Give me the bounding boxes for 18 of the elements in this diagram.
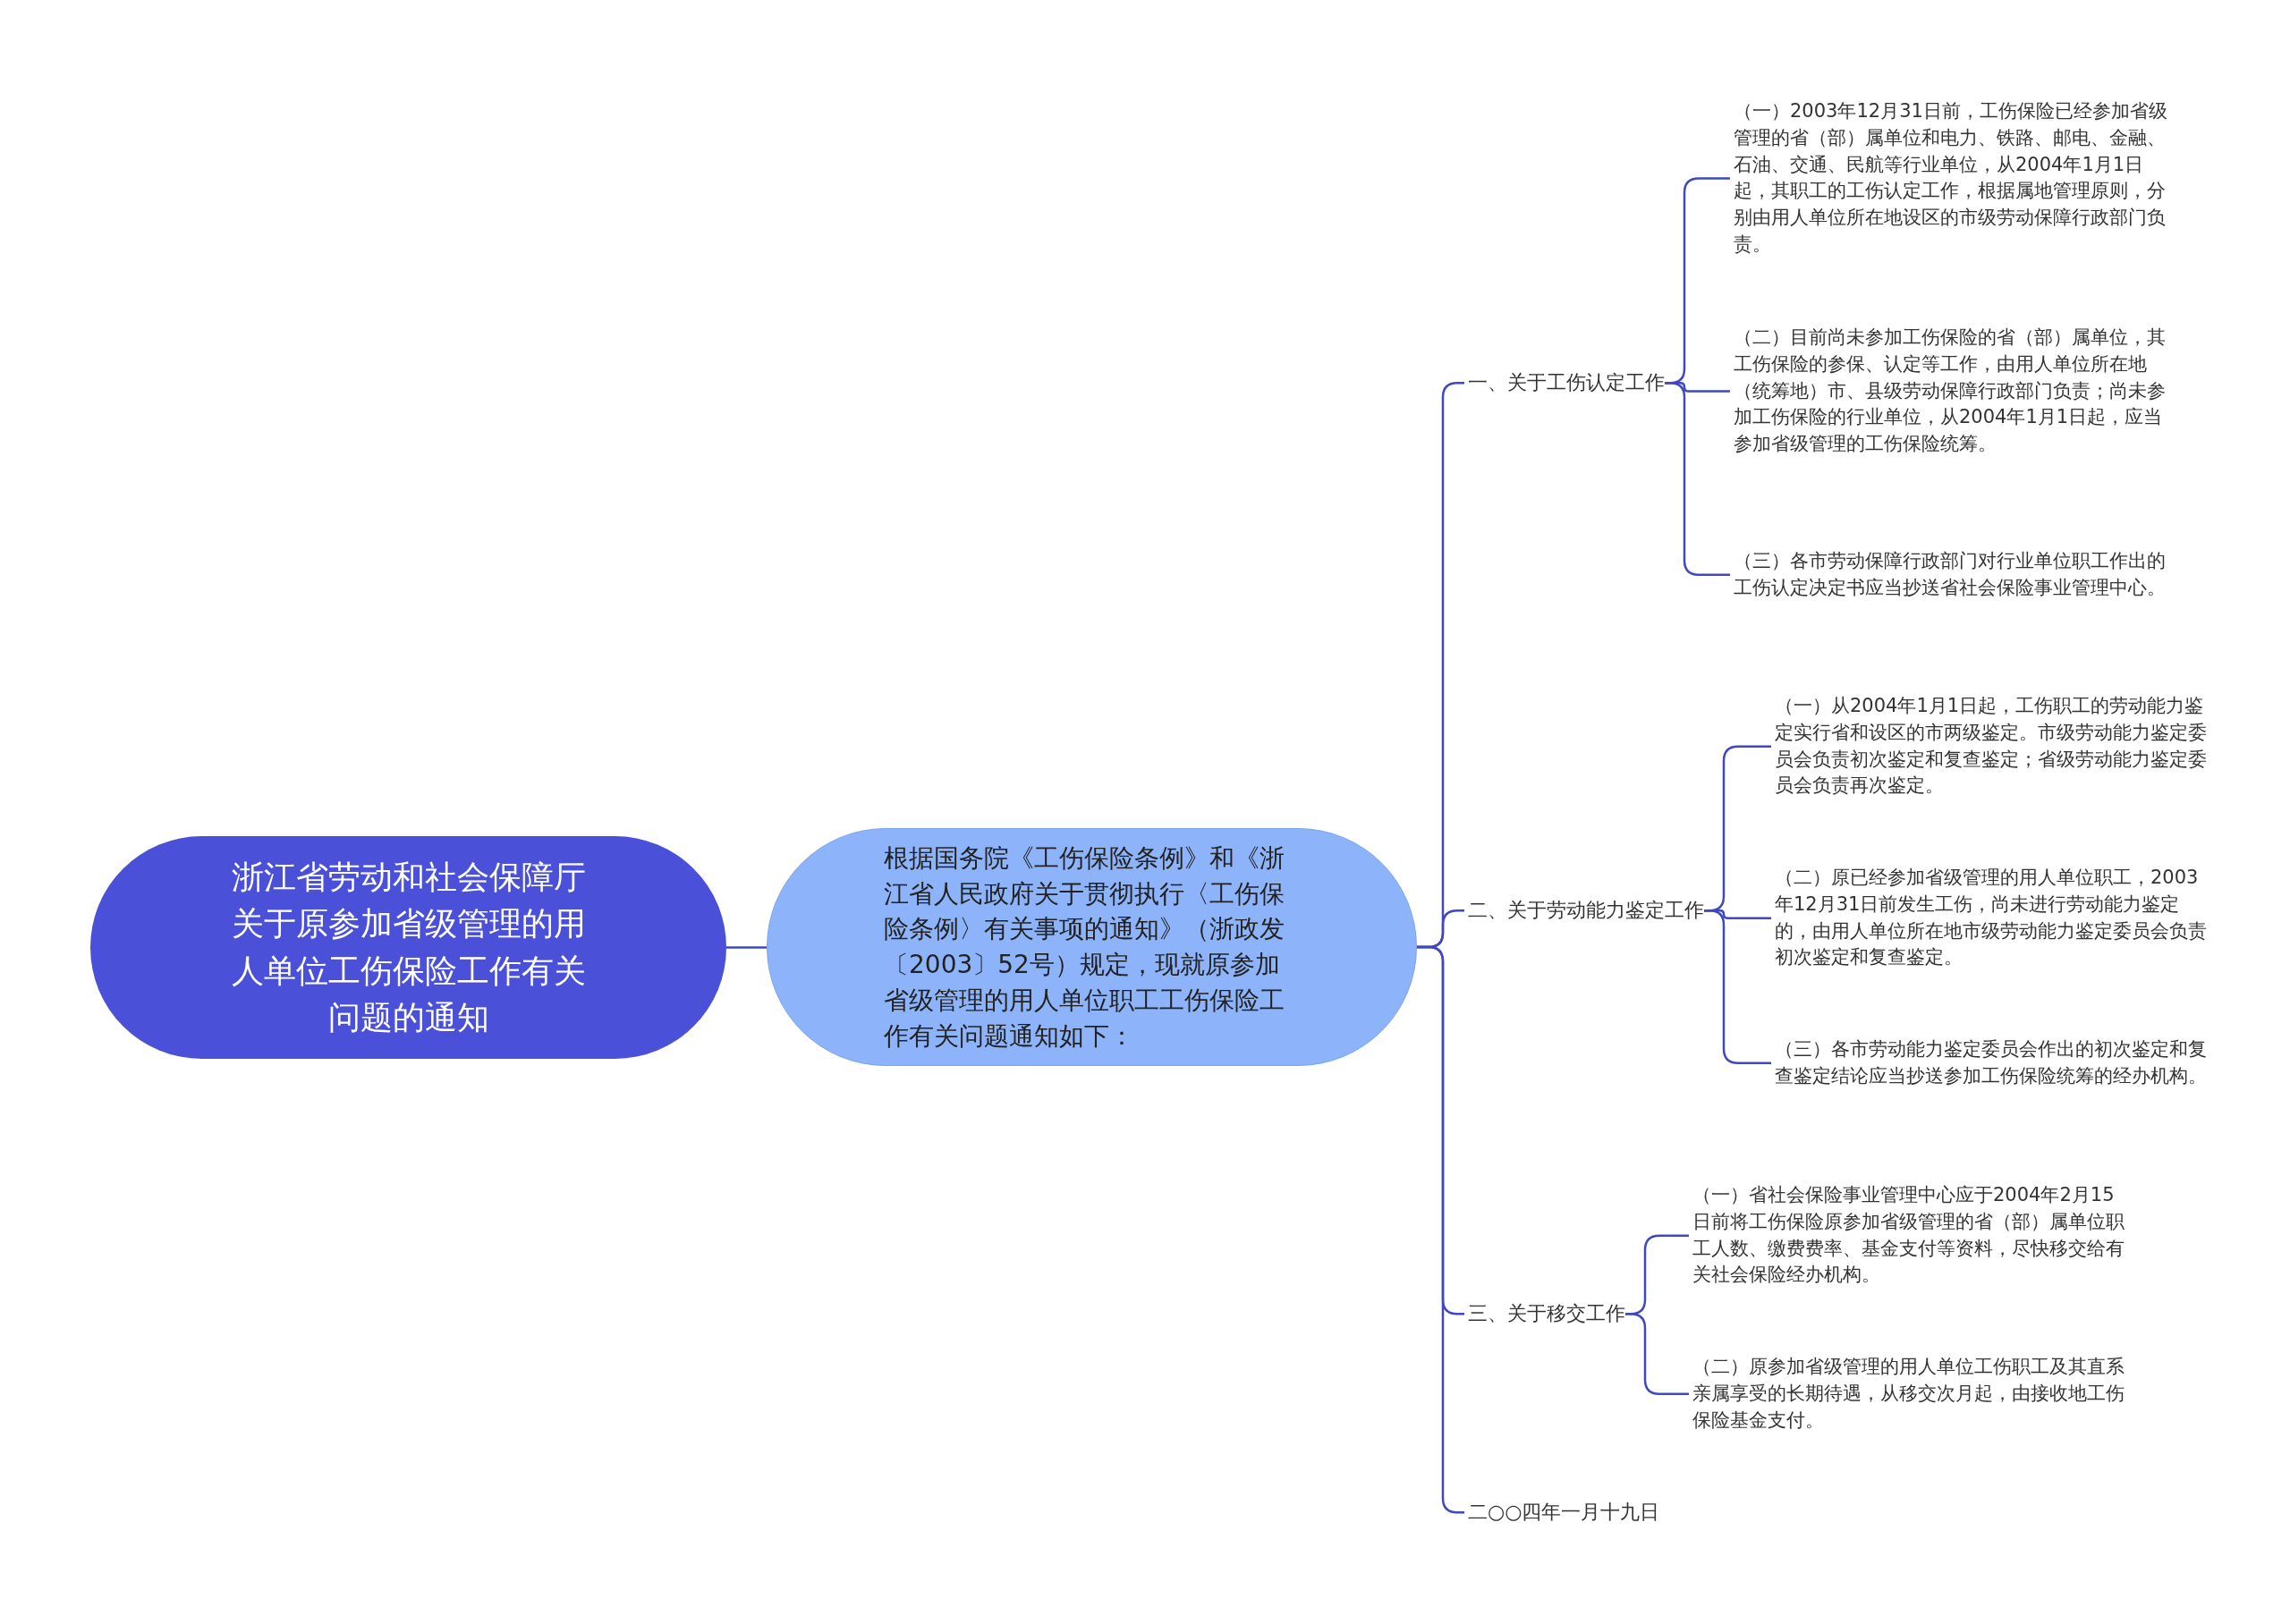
connector-line [1625, 1313, 1689, 1395]
connector-line [1665, 382, 1730, 577]
detail-text: （二）原参加省级管理的用人单位工伤职工及其直系亲属享受的长期待遇，从移交次月起，由接收地工伤保险基金支付。 [1692, 1354, 2131, 1434]
topic-title: 浙江省劳动和社会保障厅关于原参加省级管理的用人单位工伤保险工作有关问题的通知 [230, 858, 587, 1037]
connector-line [726, 946, 767, 949]
branch-label: 二○○四年一月十九日 [1468, 1500, 1660, 1526]
detail-text: （一）从2004年1月1日起，工伤职工的劳动能力鉴定实行省和设区的市两级鉴定。市级劳动能力鉴定委员会负责初次鉴定和复查鉴定；省级劳动能力鉴定委员会负责再次鉴定。 [1775, 693, 2213, 800]
branch-label: 一、关于工伤认定工作 [1468, 370, 1665, 396]
detail-text: （三）各市劳动能力鉴定委员会作出的初次鉴定和复查鉴定结论应当抄送参加工伤保险统筹的经办机构。 [1775, 1036, 2213, 1090]
detail-text: （一）2003年12月31日前，工伤保险已经参加省级管理的省（部）属单位和电力、铁路、邮电、金融、石油、交通、民航等行业单位，从2004年1月1日起，其职工的工伤认定工作，根据属地管理原则，分别由用人单位所在地设区的市级劳动保障行政部门负责。 [1734, 98, 2172, 258]
detail-text: （二）目前尚未参加工伤保险的省（部）属单位，其工伤保险的参保、认定等工作，由用人单位所在地（统筹地）市、县级劳动保障行政部门负责；尚未参加工伤保险的行业单位，从2004年1月1日起，应当参加省级管理的工伤保险统筹。 [1734, 325, 2172, 459]
summary-text: 根据国务院《工伤保险条例》和《浙江省人民政府关于贯彻执行〈工伤保险条例〉有关事项的通知》（浙政发〔2003〕52号）规定，现就原参加省级管理的用人单位职工工伤保险工作有关问题通知如下： [884, 842, 1285, 1053]
detail-text: （三）各市劳动保障行政部门对行业单位职工作出的工伤认定决定书应当抄送省社会保险事业管理中心。 [1734, 548, 2172, 602]
detail-text: （二）原已经参加省级管理的用人单位职工，2003年12月31日前发生工伤，尚未进行劳动能力鉴定的，由用人单位所在地市级劳动能力鉴定委员会负责初次鉴定和复查鉴定。 [1775, 865, 2213, 972]
connector-line [1704, 909, 1771, 1065]
branch-label: 二、关于劳动能力鉴定工作 [1468, 898, 1704, 924]
branch-label: 三、关于移交工作 [1468, 1301, 1625, 1327]
detail-text: （一）省社会保险事业管理中心应于2004年2月15日前将工伤保险原参加省级管理的省（部）属单位职工人数、缴费费率、基金支付等资料，尽快移交给有关社会保险经办机构。 [1692, 1182, 2131, 1290]
